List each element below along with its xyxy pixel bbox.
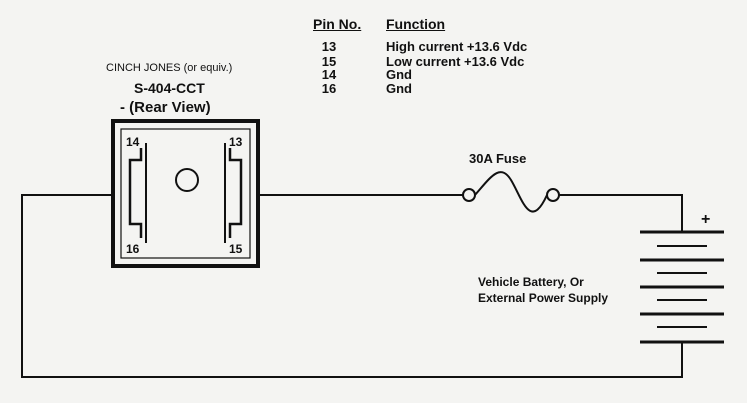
fuse-terminal-left [462, 188, 476, 202]
pin-label-15: 15 [229, 242, 243, 256]
connector-body [111, 119, 260, 268]
battery-positive-label: + [701, 211, 711, 228]
fuse-terminal-right [546, 188, 560, 202]
pin-number-header: Pin No. [313, 16, 362, 32]
pin-number: 16 [321, 81, 337, 96]
connector-inner-outline [120, 128, 251, 259]
fuse-element [474, 171, 548, 213]
battery-label-line2: External Power Supply [478, 291, 609, 305]
pin-14-16-contact [128, 148, 143, 238]
pin-13-15-contact [228, 148, 243, 238]
pin-function: Gnd [386, 81, 412, 96]
function-header: Function [386, 16, 446, 32]
pin-number: 14 [321, 67, 337, 82]
pin-function: Low current +13.6 Vdc [386, 54, 525, 69]
battery-label-line1: Vehicle Battery, Or [478, 275, 584, 289]
pin-label-16: 16 [126, 242, 140, 256]
pin-label-14: 14 [126, 135, 140, 149]
ground-wire [21, 194, 683, 378]
connector-maker-label: CINCH JONES (or equiv.) [106, 62, 233, 74]
pin-function: Gnd [386, 67, 412, 82]
pin-number: 15 [321, 54, 337, 69]
fuse-label: 30A Fuse [469, 151, 527, 166]
pin-function: High current +13.6 Vdc [386, 39, 528, 54]
connector-key-hole [175, 168, 199, 192]
pin-label-13: 13 [229, 135, 243, 149]
connector-view-label: - (Rear View) [120, 99, 211, 116]
supply-wire-right [559, 194, 683, 232]
connector-part-label: S-404-CCT [134, 80, 205, 96]
pin-number: 13 [321, 39, 337, 54]
